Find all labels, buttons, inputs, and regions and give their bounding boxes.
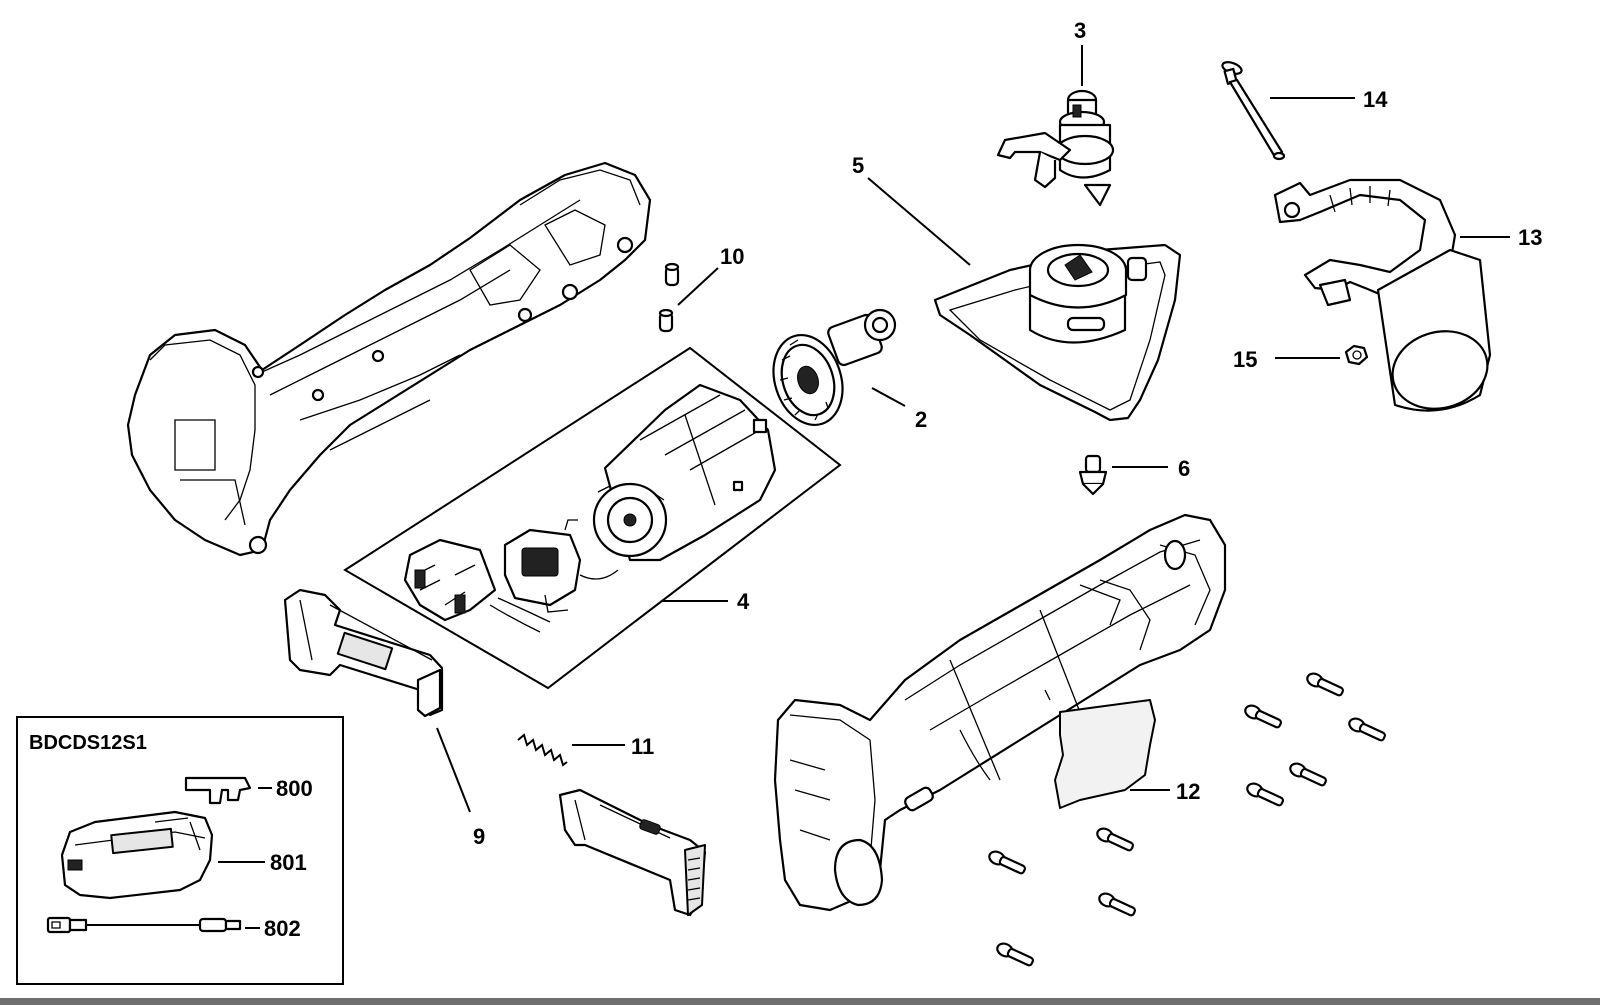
part-11-spring [517, 733, 625, 767]
screw-set [988, 672, 1386, 967]
callout-label-14: 14 [1363, 87, 1388, 112]
callout-label-2: 2 [915, 407, 927, 432]
part-14-bolt [1221, 61, 1355, 161]
bottom-border-bar [0, 998, 1600, 1005]
callout-label-4: 4 [737, 589, 750, 614]
housing-half-left [126, 161, 652, 557]
part-9-battery-door [558, 788, 707, 917]
kit-box [16, 716, 344, 985]
callout-label-3: 3 [1074, 18, 1086, 43]
part-12-label-and-screws [988, 672, 1386, 967]
part-9-battery-covers [283, 588, 471, 813]
kit-model-title: BDCDS12S1 [29, 732, 147, 754]
part-13-dust-port [1273, 178, 1510, 412]
callout-label-12: 12 [1176, 779, 1200, 804]
callout-label-6: 6 [1178, 456, 1190, 481]
part-5-sanding-plate [867, 177, 1182, 422]
callout-label-11: 11 [631, 734, 654, 759]
callout-label-13: 13 [1518, 225, 1542, 250]
part-4-motor-assembly [343, 346, 842, 690]
callout-label-5: 5 [852, 153, 864, 178]
part-2-gear-bearing [772, 308, 906, 427]
part-6-screw [1078, 454, 1168, 496]
part-10-pins [658, 262, 719, 333]
callout-label-10: 10 [720, 244, 744, 269]
callout-label-800: 800 [276, 776, 313, 801]
callout-label-9: 9 [473, 824, 485, 849]
tool-body-assembled [773, 513, 1227, 912]
callout-label-801: 801 [270, 850, 307, 875]
callout-label-802: 802 [264, 916, 301, 941]
part-3-clamp-lever [996, 45, 1115, 207]
part-15-nut [1275, 344, 1369, 366]
callout-label-15: 15 [1233, 347, 1257, 372]
